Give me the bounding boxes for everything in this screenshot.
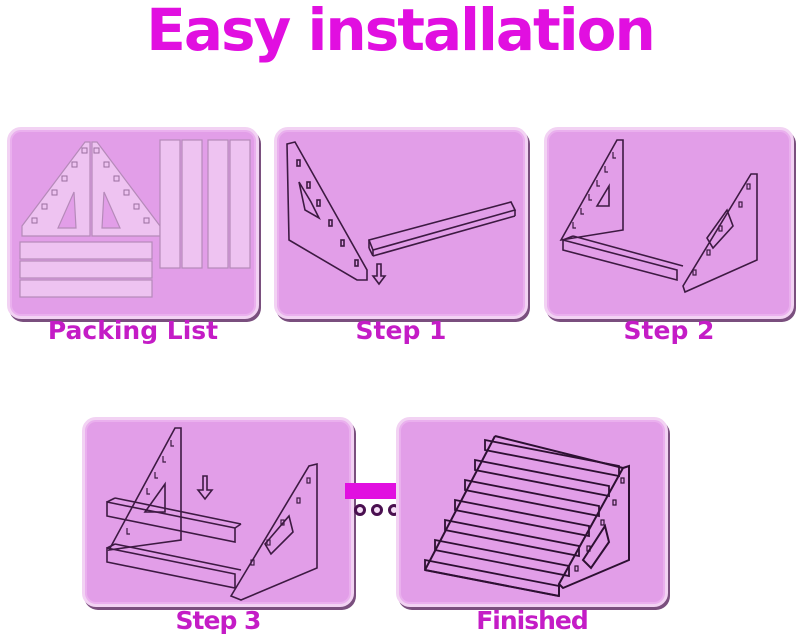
step-2-panel [544, 127, 794, 319]
finished-label: Finished [476, 606, 589, 635]
dot-icon [371, 504, 383, 516]
finished-panel [396, 417, 668, 607]
packing-list-panel [7, 127, 259, 319]
step-1-panel [274, 127, 528, 319]
step-3-panel [82, 417, 354, 607]
step-1-label: Step 1 [355, 316, 447, 345]
step-1-illustration [286, 141, 517, 286]
step-2-illustration [559, 139, 758, 294]
finished-illustration [424, 435, 630, 598]
page-title: Easy installation [146, 0, 655, 64]
step-3-illustration [106, 427, 318, 601]
packing-list-illustration [19, 139, 251, 298]
packing-list-label: Packing List [47, 316, 219, 345]
dot-icon [354, 504, 366, 516]
step-2-label: Step 2 [623, 316, 715, 345]
step-3-label: Step 3 [175, 606, 262, 635]
ellipsis-dots [354, 504, 400, 516]
